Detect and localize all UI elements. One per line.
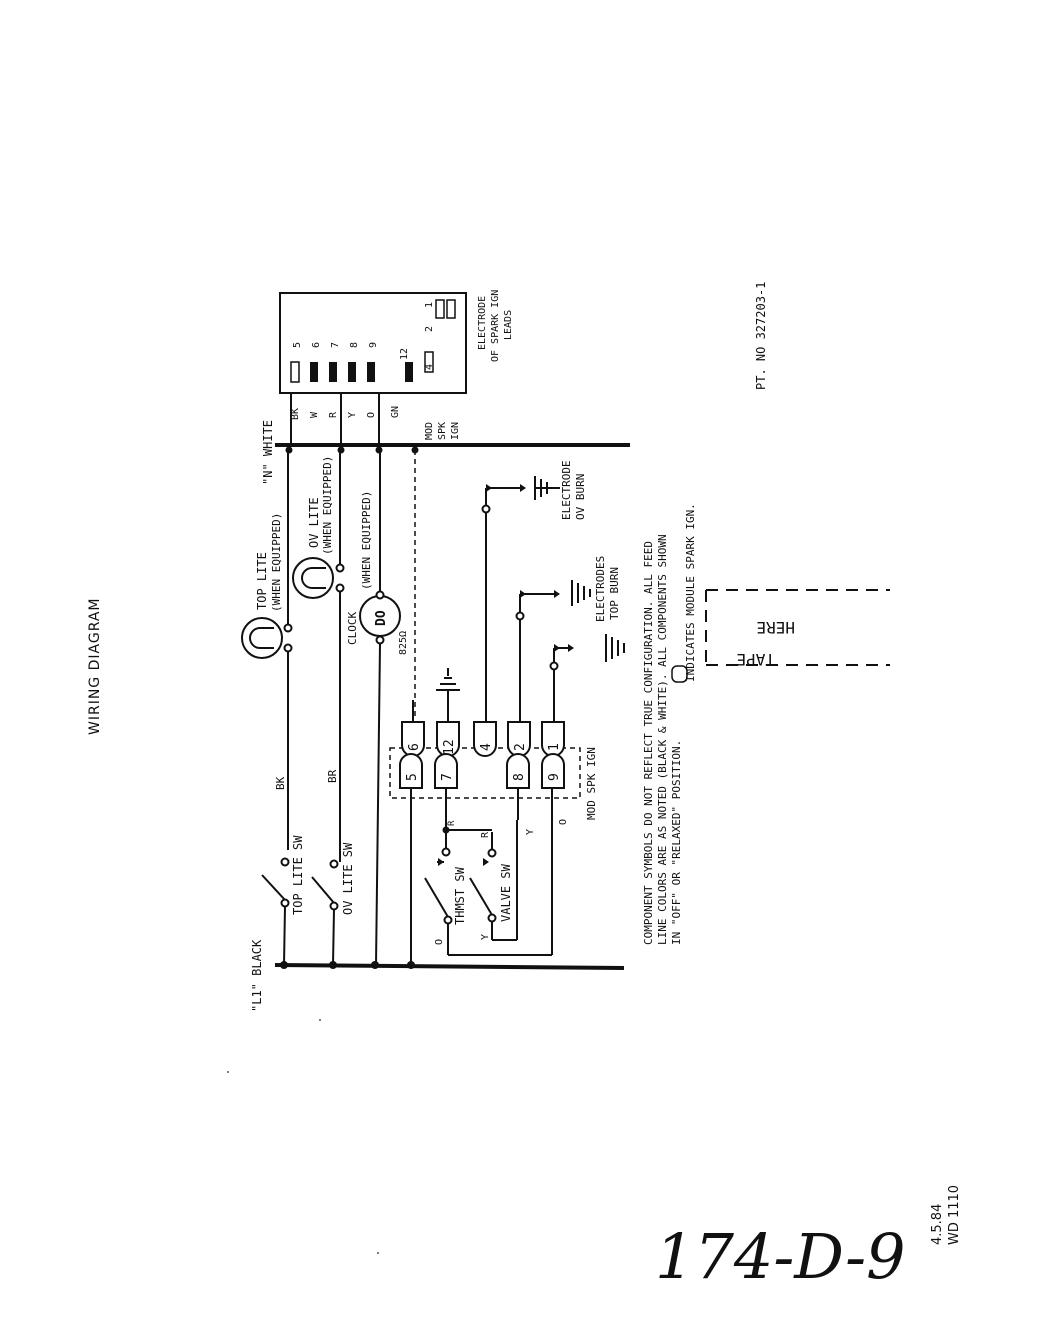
- module-terminal-numbers: 5 6 7 8 9 12 4 2 1: [292, 302, 435, 370]
- svg-text:HERE: HERE: [756, 618, 795, 637]
- component-notes: COMPONENT SYMBOLS DO NOT REFLECT TRUE CO…: [642, 503, 697, 945]
- top-lite-when-equipped: (WHEN EQUIPPED): [270, 513, 283, 612]
- svg-text:7: 7: [440, 773, 455, 781]
- svg-text:MOD: MOD: [424, 422, 435, 440]
- svg-text:12: 12: [442, 739, 457, 755]
- clock-label: CLOCK: [346, 612, 359, 645]
- thmst-sw-label: THMST SW: [453, 866, 467, 925]
- electrode-spark-symbol: [605, 634, 625, 662]
- wire-y-label-2: Y: [525, 829, 536, 835]
- valve-switch: [469, 820, 518, 941]
- ov-lite-label: OV LITE: [307, 497, 321, 548]
- svg-text:ELECTRODE: ELECTRODE: [477, 296, 488, 350]
- electrodes-top-burn-label: ELECTRODES TOP BURN: [594, 556, 621, 622]
- svg-text:4: 4: [479, 743, 494, 751]
- resistor-label: 825Ω: [398, 631, 409, 655]
- svg-text:R: R: [328, 411, 339, 418]
- diagram-title: WIRING DIAGRAM: [87, 597, 103, 735]
- drawing-code: WD 1110: [947, 1185, 962, 1245]
- tape-here-label: TAPE HERE: [736, 618, 795, 669]
- date-code: 4.5.84: [930, 1204, 945, 1245]
- svg-text:9: 9: [547, 773, 562, 781]
- l1-black-line: [274, 963, 625, 970]
- wire-y-label-1: Y: [480, 934, 491, 940]
- lower-connector-row: [399, 753, 565, 789]
- electrode-spark-label: ELECTRODE OF SPARK IGN LEADS: [477, 290, 514, 362]
- l1-black-label: "L1" BLACK: [250, 939, 264, 1012]
- mod-spk-ign-label: MOD SPK IGN: [585, 747, 598, 820]
- svg-text:O: O: [366, 412, 377, 418]
- ov-lite-sw-label: OV LITE SW: [341, 842, 355, 915]
- wire-r-label-1: R: [480, 831, 491, 838]
- clock-when-equipped: (WHEN EQUIPPED): [360, 491, 373, 590]
- upper-connector-numbers: 6 12 4 2 1: [407, 739, 562, 755]
- module-block-label: MOD SPK IGN: [424, 422, 461, 440]
- svg-text:1: 1: [547, 743, 562, 751]
- wire-o-label-1: O: [434, 939, 445, 945]
- top-lite-label: TOP LITE: [255, 552, 269, 610]
- svg-text:6: 6: [311, 342, 322, 348]
- clock-dial-label: DO: [374, 610, 389, 626]
- svg-text:W: W: [309, 411, 320, 418]
- svg-text:TOP BURN: TOP BURN: [608, 567, 621, 620]
- svg-text:8: 8: [349, 342, 360, 348]
- ground-symbol-12: [436, 668, 460, 722]
- svg-text:SPK: SPK: [437, 422, 448, 440]
- svg-text:Y: Y: [347, 412, 358, 418]
- svg-text:LINE COLORS ARE AS NOTED (BLAC: LINE COLORS ARE AS NOTED (BLACK & WHITE)…: [656, 534, 669, 945]
- svg-text:IGN: IGN: [450, 422, 461, 440]
- module-wire-colors: BK W R Y O GN: [290, 406, 401, 420]
- svg-text:5: 5: [405, 773, 420, 781]
- svg-text:OV BURN: OV BURN: [574, 474, 587, 520]
- svg-text:9: 9: [368, 342, 379, 348]
- wire-bk-label: BK: [274, 776, 287, 790]
- svg-text:7: 7: [330, 342, 341, 348]
- tape-here-box: [705, 589, 890, 666]
- svg-text:COMPONENT SYMBOLS DO NOT REFLE: COMPONENT SYMBOLS DO NOT REFLECT TRUE CO…: [642, 541, 655, 945]
- electrode-ov-burn-label: ELECTRODE OV BURN: [560, 460, 587, 520]
- top-lite-lamp: [241, 450, 293, 850]
- svg-text:5: 5: [292, 342, 303, 348]
- spark-module-box: [279, 292, 467, 394]
- svg-text:BK: BK: [290, 408, 301, 420]
- part-number: PT. NO 327203-1: [754, 282, 768, 390]
- thermostat-switch: [424, 830, 552, 956]
- ov-lite-switch: [311, 859, 339, 966]
- module-terminal-slots: [290, 299, 456, 383]
- svg-text:GN: GN: [390, 406, 401, 418]
- ov-lite-lamp: [292, 450, 345, 862]
- svg-text:LEADS: LEADS: [503, 310, 514, 340]
- svg-text:ELECTRODES: ELECTRODES: [594, 556, 607, 622]
- svg-text:12: 12: [399, 348, 410, 360]
- spark-module-indicator-icon: [671, 665, 688, 683]
- svg-text:1: 1: [424, 302, 435, 308]
- svg-text:4: 4: [424, 364, 435, 370]
- svg-text:ELECTRODE: ELECTRODE: [560, 460, 573, 520]
- wire-r-label-2: R: [447, 820, 457, 826]
- svg-text:IN "OFF" OR "RELAXED" POSITION: IN "OFF" OR "RELAXED" POSITION.: [670, 740, 683, 945]
- lower-connector-numbers: 5 7 8 9: [405, 773, 562, 781]
- clock-motor: [359, 450, 401, 966]
- handwritten-code: 174-D-9: [655, 1220, 906, 1293]
- top-lite-switch: [261, 857, 290, 966]
- upper-connector-row: [401, 721, 565, 757]
- svg-text:8: 8: [512, 773, 527, 781]
- wire-br-label: BR: [326, 769, 339, 783]
- svg-text:TAPE: TAPE: [736, 650, 775, 669]
- top-lite-sw-label: TOP LITE SW: [291, 835, 305, 915]
- valve-sw-label: VALVE SW: [499, 863, 513, 922]
- n-white-label: "N" WHITE: [261, 420, 275, 485]
- ov-lite-when-equipped: (WHEN EQUIPPED): [321, 456, 334, 555]
- electrode-ov-burn-symbol: [534, 476, 560, 500]
- svg-text:INDICATES MODULE SPARK IGN.: INDICATES MODULE SPARK IGN.: [684, 503, 697, 682]
- svg-text:2: 2: [424, 326, 435, 332]
- svg-text:OF SPARK IGN: OF SPARK IGN: [490, 290, 501, 362]
- wire-o-label-2: O: [558, 819, 569, 825]
- svg-text:2: 2: [513, 743, 528, 751]
- svg-text:6: 6: [407, 743, 422, 751]
- electrodes-top-burn-symbol: [571, 580, 591, 606]
